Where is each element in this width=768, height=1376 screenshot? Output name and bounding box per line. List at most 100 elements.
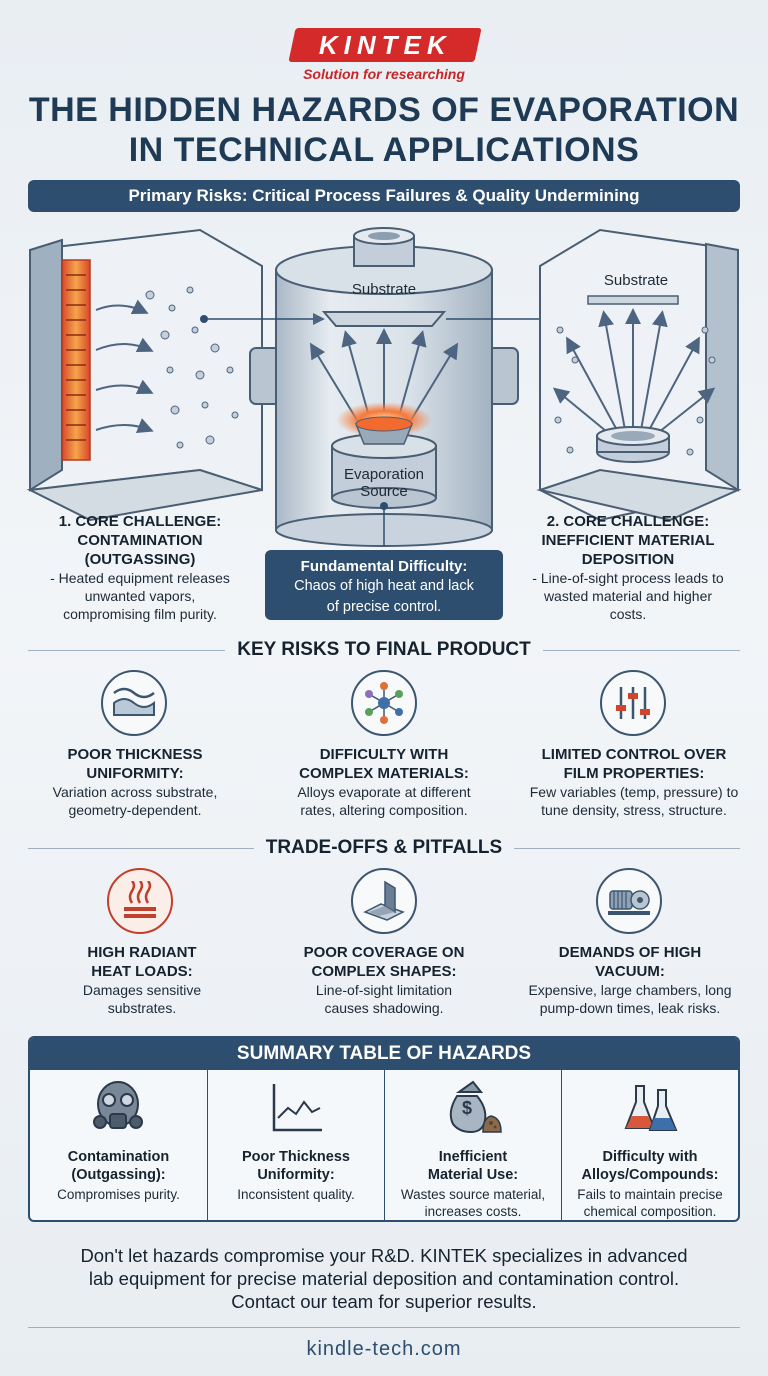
fundamental-desc-2: of precise control.	[326, 599, 442, 615]
summary-desc-line: Fails to maintain precise	[577, 1187, 723, 1202]
tradeoffs-heading-text: TRADE-OFFS & PITFALLS	[265, 837, 503, 858]
center-substrate-label: Substrate	[351, 281, 417, 298]
summary-desc-line: chemical composition.	[583, 1204, 717, 1219]
summary-desc-line: Wastes source material,	[400, 1187, 546, 1202]
risk-desc: tune density, stress, structure.	[541, 802, 727, 818]
summary-desc: Wastes source material, increases costs.	[389, 1186, 557, 1220]
risk-title: POOR THICKNESS	[67, 746, 203, 763]
summary-title: Poor Thickness Uniformity:	[212, 1148, 380, 1184]
flasks-icon	[624, 1085, 678, 1131]
challenge-left-desc-2: unwanted vapors,	[84, 588, 196, 604]
summary-title-line: Material Use:	[427, 1167, 519, 1183]
risk-item-thickness: POOR THICKNESS UNIFORMITY: Variation acr…	[20, 745, 250, 819]
risk-title: DIFFICULTY WITH	[319, 746, 449, 763]
tradeoff-item-heat: HIGH RADIANT HEAT LOADS: Damages sensiti…	[32, 943, 252, 1017]
kintek-logo: KINTEK	[288, 28, 482, 62]
summary-title-line: Uniformity:	[257, 1167, 335, 1183]
money-bag-icon	[449, 1080, 502, 1134]
challenge-left-desc-3: compromising film purity.	[63, 606, 217, 622]
summary-title: Contamination (Outgassing):	[34, 1148, 203, 1184]
summary-title: Difficulty with Alloys/Compounds:	[566, 1148, 734, 1184]
vacuum-chamber	[200, 227, 552, 547]
heading-rule	[28, 847, 254, 849]
page-title: THE HIDDEN HAZARDS OF EVAPORATION IN TEC…	[20, 90, 748, 170]
challenge-left-desc-1: - Heated equipment releases	[50, 570, 230, 586]
risk-desc: Few variables (temp, pressure) to	[529, 784, 739, 800]
tradeoff-desc: Line-of-sight limitation	[315, 982, 453, 998]
call-to-action: Don't let hazards compromise your R&D. K…	[20, 1244, 748, 1313]
risk-item-film-properties: LIMITED CONTROL OVER FILM PROPERTIES: Fe…	[512, 745, 756, 819]
summary-desc-line: increases costs.	[424, 1204, 522, 1219]
heading-rule	[542, 649, 741, 651]
summary-cell-alloys: Difficulty with Alloys/Compounds: Fails …	[561, 1070, 738, 1220]
summary-desc: Fails to maintain precise chemical compo…	[566, 1186, 734, 1220]
summary-table: SUMMARY TABLE OF HAZARDS Contamination (…	[28, 1036, 740, 1222]
website-link[interactable]: kindle-tech.com	[306, 1338, 462, 1360]
risk-desc: Alloys evaporate at different	[297, 784, 471, 800]
evaporation-chamber-illustration	[26, 227, 742, 547]
summary-title-line: (Outgassing):	[71, 1167, 166, 1183]
summary-desc: Inconsistent quality.	[212, 1186, 380, 1203]
challenge-right-desc-2: wasted material and higher	[543, 588, 713, 604]
summary-desc-line: Compromises purity.	[57, 1187, 180, 1202]
summary-title-line: Difficulty with	[602, 1149, 698, 1165]
tradeoff-title: POOR COVERAGE ON	[303, 944, 465, 961]
challenge-left-title-1: 1. CORE CHALLENGE:	[58, 513, 222, 530]
summary-cell-contamination: Contamination (Outgassing): Compromises …	[30, 1070, 207, 1220]
wave-layers-icon	[101, 670, 167, 736]
brand-tagline: Solution for researching	[303, 66, 465, 82]
risk-title: COMPLEX MATERIALS:	[299, 765, 469, 782]
risk-desc: Variation across substrate,	[52, 784, 218, 800]
shadow-shape-icon	[351, 868, 417, 934]
tradeoff-item-coverage: POOR COVERAGE ON COMPLEX SHAPES: Line-of…	[269, 943, 499, 1017]
cta-line-2: lab equipment for precise material depos…	[88, 1268, 680, 1289]
summary-title-line: Alloys/Compounds:	[581, 1167, 719, 1183]
risk-title: LIMITED CONTROL OVER	[541, 746, 727, 763]
summary-cell-material-use: $ Inefficient Material Use: Wastes sourc…	[384, 1070, 561, 1220]
challenge-inefficient-deposition: 2. CORE CHALLENGE: INEFFICIENT MATERIAL …	[508, 512, 748, 623]
molecule-icon	[351, 670, 417, 736]
cta-line-3: Contact our team for superior results.	[231, 1291, 537, 1312]
footer-divider	[28, 1327, 740, 1328]
tradeoffs-heading: TRADE-OFFS & PITFALLS	[28, 836, 740, 860]
tradeoff-desc: causes shadowing.	[324, 1000, 444, 1016]
risk-title: UNIFORMITY:	[86, 765, 184, 782]
cta-line-1: Don't let hazards compromise your R&D. K…	[80, 1245, 688, 1266]
key-risks-heading: KEY RISKS TO FINAL PRODUCT	[28, 638, 741, 662]
challenge-left-title-3: (OUTGASSING)	[84, 551, 196, 568]
summary-cell-thickness: Poor Thickness Uniformity: Inconsistent …	[207, 1070, 384, 1220]
fundamental-title: Fundamental Difficulty:	[300, 558, 468, 575]
summary-title-line: Poor Thickness	[242, 1149, 350, 1165]
heading-rule	[514, 847, 740, 849]
challenge-right-title-1: 2. CORE CHALLENGE:	[546, 513, 710, 530]
risk-item-complex-materials: DIFFICULTY WITH COMPLEX MATERIALS: Alloy…	[269, 745, 499, 819]
summary-title-line: Inefficient	[438, 1149, 508, 1165]
challenge-right-desc-3: costs.	[609, 606, 647, 622]
dollar-sign-glyph: $	[462, 1098, 473, 1118]
vacuum-pump-icon	[596, 868, 662, 934]
risk-title: FILM PROPERTIES:	[563, 765, 705, 782]
gas-mask-icon	[93, 1081, 143, 1129]
challenge-contamination: 1. CORE CHALLENGE: CONTAMINATION (OUTGAS…	[20, 512, 260, 623]
summary-title: Inefficient Material Use:	[389, 1148, 557, 1184]
summary-title-line: Contamination	[67, 1149, 170, 1165]
right-substrate-label: Substrate	[603, 272, 669, 289]
tradeoff-title: COMPLEX SHAPES:	[311, 963, 457, 980]
title-line-1: THE HIDDEN HAZARDS OF EVAPORATION	[28, 91, 740, 129]
line-of-sight-panel	[536, 228, 742, 522]
tradeoff-desc: Expensive, large chambers, long	[528, 982, 732, 998]
tradeoff-title: DEMANDS OF HIGH	[558, 944, 702, 961]
logo-text: KINTEK	[318, 29, 452, 60]
risk-desc: rates, altering composition.	[300, 802, 468, 818]
challenge-right-desc-1: - Line-of-sight process leads to	[532, 570, 724, 586]
challenge-right-title-3: DEPOSITION	[581, 551, 675, 568]
key-risks-heading-text: KEY RISKS TO FINAL PRODUCT	[237, 639, 531, 660]
tradeoff-desc: pump-down times, leak risks.	[539, 1000, 721, 1016]
challenge-right-title-2: INEFFICIENT MATERIAL	[541, 532, 715, 549]
sliders-icon	[600, 670, 666, 736]
risk-desc: geometry-dependent.	[68, 802, 202, 818]
tradeoff-title: HEAT LOADS:	[91, 963, 193, 980]
summary-desc-line: Inconsistent quality.	[237, 1187, 355, 1202]
source-label-line-1: Evaporation	[343, 466, 425, 483]
tradeoff-title: HIGH RADIANT	[87, 944, 197, 961]
